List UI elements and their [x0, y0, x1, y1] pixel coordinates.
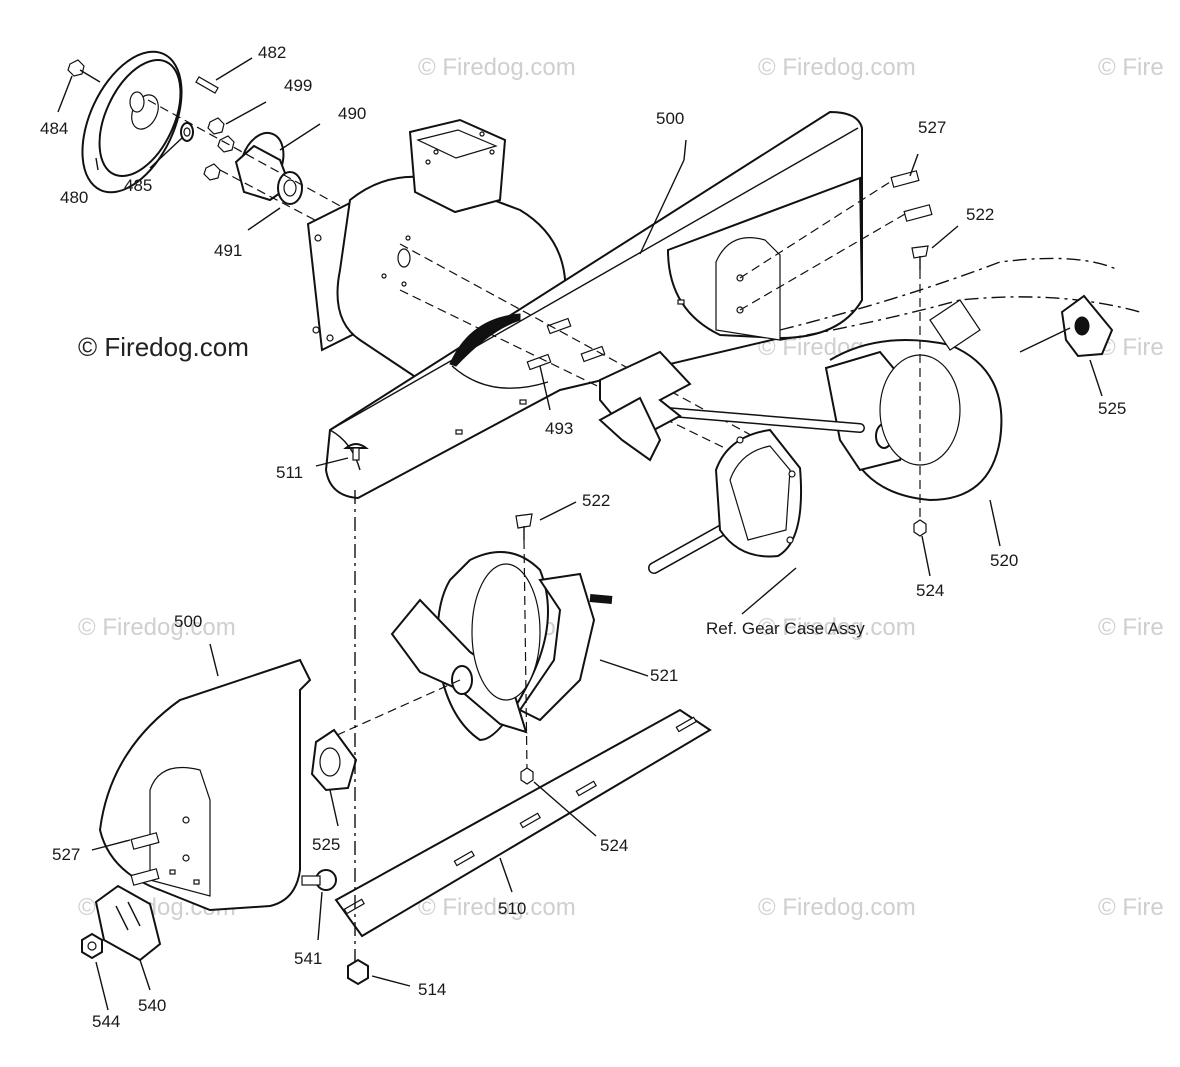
callout-485: 485: [124, 176, 152, 195]
callout-482: 482: [258, 43, 286, 62]
callout-540: 540: [138, 996, 166, 1015]
watermark: © Firedog.com: [758, 54, 916, 81]
bearing-flange-525-lower: [310, 728, 358, 792]
nut-514: [347, 958, 369, 986]
callout-521: 521: [650, 666, 678, 685]
housing-500-lower: [98, 658, 312, 912]
callout-510: 510: [498, 899, 526, 918]
watermark: © Firedog.com: [418, 54, 576, 81]
callout-525-lower: 525: [312, 835, 340, 854]
callout-511: 511: [276, 463, 303, 482]
watermark: © Fire: [1098, 614, 1164, 641]
callout-493: 493: [545, 419, 573, 438]
callout-522-lower: 522: [582, 491, 610, 510]
nut-524-upper: [913, 519, 927, 537]
callout-524-upper: 524: [916, 581, 944, 600]
carriage-bolt-511: [343, 443, 369, 461]
auger-520: [824, 299, 1003, 502]
watermark: © Fire: [1098, 894, 1164, 921]
watermark-main: © Firedog.com: [78, 332, 249, 362]
bearing-flange-525-upper: [1019, 294, 1114, 358]
scraper-bar-510: [334, 708, 712, 938]
nut-524-lower: [520, 767, 534, 785]
callout-labels: 484 480 482 485 499 490 491 493 500 511 …: [40, 43, 1126, 1031]
bearing-485: [180, 122, 194, 142]
gear-case: [714, 428, 803, 558]
bolt-522-lower: [515, 513, 533, 771]
nut-544: [81, 932, 103, 960]
bolts-493: [526, 317, 606, 371]
impeller: [598, 350, 692, 462]
bolts-499: [203, 117, 235, 181]
callout-541: 541: [294, 949, 322, 968]
callout-490: 490: [338, 104, 366, 123]
callout-491: 491: [214, 241, 242, 260]
callout-525-upper: 525: [1098, 399, 1126, 418]
auger-521: [390, 551, 613, 742]
callout-520: 520: [990, 551, 1018, 570]
pulley-480: [81, 50, 183, 194]
leader-lines: [57, 57, 1103, 1011]
callout-484: 484: [40, 119, 68, 138]
watermark: © Firedog.com: [78, 614, 236, 641]
callout-527-upper: 527: [918, 118, 946, 137]
callout-544: 544: [92, 1012, 120, 1031]
watermark: © Firedog.com: [418, 894, 576, 921]
housing-500-upper: [324, 110, 864, 500]
callout-500-lower: 500: [174, 612, 202, 631]
bolts-527-upper: [890, 170, 933, 222]
bolt-522-upper: [911, 245, 929, 524]
carriage-bolt-541: [301, 869, 337, 891]
watermark: © Fire: [1098, 54, 1164, 81]
gear-case-reference-note: Ref. Gear Case Assy: [706, 619, 865, 638]
watermark: © Firedog.com: [758, 614, 916, 641]
bolts-527-lower: [130, 832, 160, 886]
callout-524-lower: 524: [600, 836, 628, 855]
callout-522-upper: 522: [966, 205, 994, 224]
callout-514: 514: [418, 980, 446, 999]
callout-499: 499: [284, 76, 312, 95]
callout-500-upper: 500: [656, 109, 684, 128]
callout-480: 480: [60, 188, 88, 207]
key-482: [195, 76, 219, 94]
watermark: © Firedog.com: [758, 894, 916, 921]
callout-527-lower: 527: [52, 845, 80, 864]
skid-shoe-540: [94, 884, 162, 962]
bolt-484: [67, 59, 101, 83]
bearing-flange-491: [234, 144, 303, 205]
